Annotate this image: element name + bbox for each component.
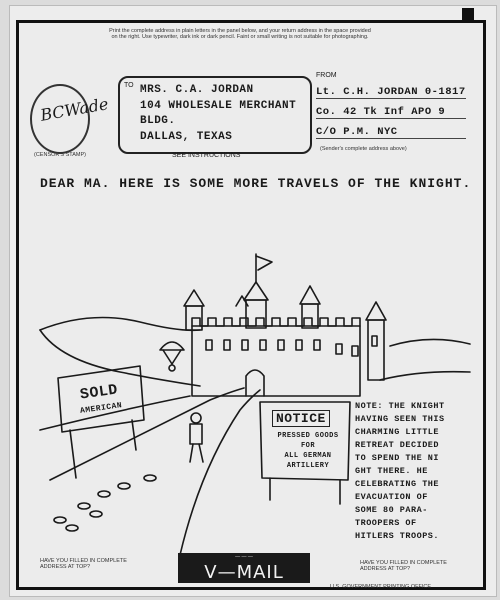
footprint	[143, 474, 157, 482]
castle-main-wall	[191, 325, 361, 397]
see-instructions-label: SEE INSTRUCTIONS	[172, 152, 241, 159]
note-line: NOTE: THE KNIGHT	[355, 401, 445, 411]
window	[277, 339, 285, 351]
window	[335, 343, 343, 355]
from-label: FROM	[316, 72, 337, 79]
small-turret	[235, 295, 249, 307]
instructions-line-2: on the right. Use typewriter, dark ink o…	[111, 34, 369, 40]
knight-leg	[198, 443, 204, 463]
ground-line	[39, 395, 191, 431]
note-line: SOME 80 PARA-	[355, 505, 428, 515]
from-sub-label: (Sender's complete address above)	[320, 146, 407, 152]
note-line: RETREAT DECIDED	[355, 440, 440, 450]
road-left-edge	[49, 387, 245, 481]
castle-gate	[245, 369, 265, 397]
notice-line-4: ARTILLERY	[286, 462, 330, 470]
note-line: GHT THERE. HE	[355, 466, 428, 476]
right-slope	[379, 370, 471, 381]
tower-far-right-roof	[365, 301, 387, 321]
window	[241, 339, 249, 351]
left-hill	[39, 316, 201, 332]
knight-body	[189, 423, 203, 445]
parachute-canopy	[159, 341, 185, 351]
knight-notes: NOTE: THE KNIGHT HAVING SEEN THIS CHARMI…	[355, 400, 465, 543]
note-line: HITLERS TROOPS.	[355, 531, 440, 541]
footprint	[89, 510, 103, 518]
footprint	[77, 502, 91, 510]
from-address-line-2: Co. 42 Tk Inf APO 9	[316, 106, 466, 119]
note-line: TO SPEND THE NI	[355, 453, 440, 463]
vmail-banner-top: — — —	[235, 554, 253, 560]
window	[313, 339, 321, 351]
registration-mark	[462, 8, 474, 22]
to-address-box	[118, 76, 312, 154]
right-hill	[389, 338, 471, 347]
notice-line-2: FOR	[300, 442, 316, 450]
to-address-line-2: 104 WHOLESALE MERCHANT	[140, 100, 297, 112]
footprint	[65, 524, 79, 532]
instructions-line-1: Print the complete address in plain lett…	[109, 28, 371, 34]
letter-greeting: DEAR MA. HERE IS SOME MORE TRAVELS OF TH…	[40, 176, 472, 191]
note-line: TROOPERS OF	[355, 518, 417, 528]
flag	[255, 255, 273, 271]
notice-line-1: PRESSED GOODS	[277, 432, 339, 440]
note-line: CHARMING LITTLE	[355, 427, 440, 437]
castle-battlements	[191, 317, 361, 327]
censor-stamp	[30, 84, 90, 154]
window	[295, 339, 303, 351]
notice-sign-board	[259, 401, 351, 481]
sold-sign-post	[69, 429, 77, 479]
paratrooper	[168, 364, 176, 372]
knight-leg	[189, 443, 194, 463]
to-address-line-1: MRS. C.A. JORDAN	[140, 84, 254, 96]
parachute-line	[162, 349, 173, 365]
tower-center-roof	[243, 281, 269, 301]
footprint	[53, 516, 67, 524]
vmail-logo: V—MAIL	[204, 562, 284, 583]
address-reminder-right: HAVE YOU FILLED IN COMPLETE ADDRESS AT T…	[360, 560, 447, 572]
footprint	[97, 490, 111, 498]
letter-frame	[16, 20, 486, 590]
tower-far-right	[367, 319, 385, 381]
tower-left-roof	[183, 289, 205, 307]
knight-head	[190, 412, 202, 424]
from-address-line-3: C/O P.M. NYC	[316, 126, 466, 139]
note-line: EVACUATION OF	[355, 492, 428, 502]
to-address-line-4: DALLAS, TEXAS	[140, 131, 233, 143]
vmail-banner	[178, 553, 310, 583]
to-address-line-3: BLDG.	[140, 115, 176, 127]
note-line: HAVING SEEN THIS	[355, 414, 445, 424]
address-reminder-left: HAVE YOU FILLED IN COMPLETE ADDRESS AT T…	[40, 558, 127, 570]
footer-strip: U.S. GOVERNMENT PRINTING OFFICE	[330, 584, 432, 590]
censor-label: (CENSOR'S STAMP)	[34, 152, 86, 158]
sold-sign-board	[57, 365, 145, 433]
window	[371, 335, 378, 347]
notice-line-3: ALL GERMAN	[284, 452, 332, 460]
left-slope	[39, 329, 201, 387]
notice-sign-title: NOTICE	[272, 410, 330, 427]
tower-right-roof	[299, 285, 321, 305]
window	[259, 339, 267, 351]
footprint	[117, 482, 131, 490]
window	[205, 339, 213, 351]
window	[223, 339, 231, 351]
road-right-edge	[179, 389, 261, 556]
parachute-line	[171, 349, 182, 365]
from-address-line-1: Lt. C.H. JORDAN 0-1817	[316, 86, 466, 99]
note-line: CELEBRATING THE	[355, 479, 440, 489]
sold-sign-post	[131, 419, 137, 451]
form-instructions: Print the complete address in plain lett…	[60, 28, 420, 40]
to-label: TO	[124, 82, 134, 89]
window	[351, 345, 359, 357]
